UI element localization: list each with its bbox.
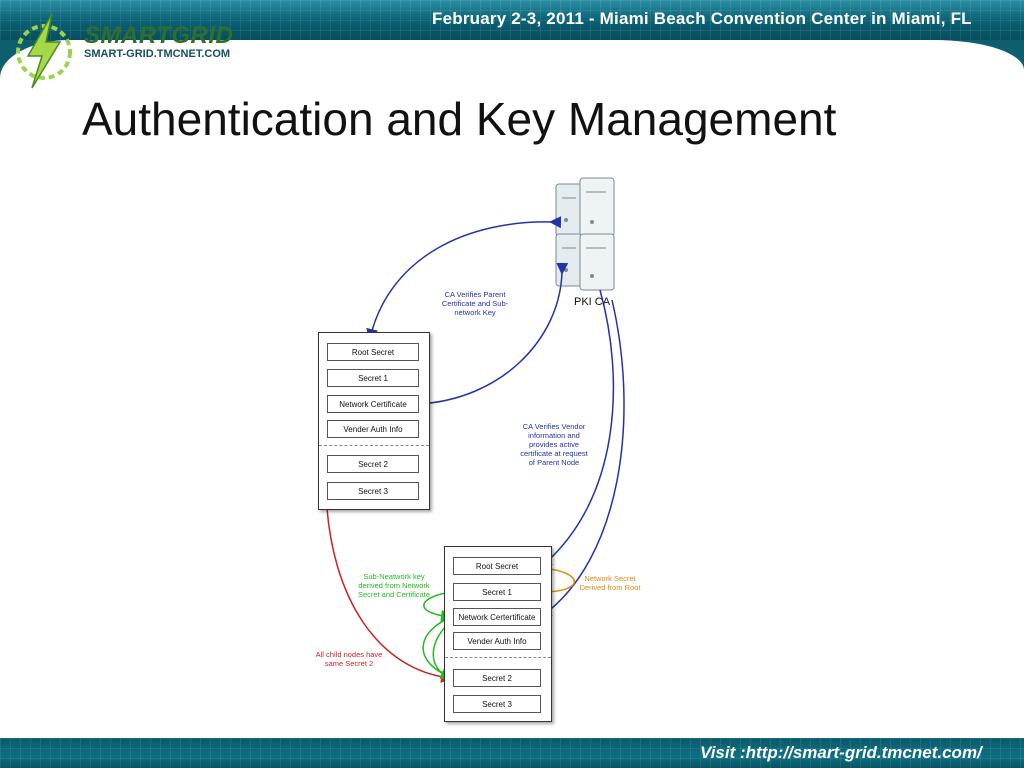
parent-network-certificate: Network Certificate [327,395,419,413]
child-secret-1: Secret 1 [453,583,541,601]
child-secret-3: Secret 3 [453,695,541,713]
logo-url: SMART-GRID.TMCNET.COM [84,48,231,60]
smartgrid-logo: SMARTGRID SMART-GRID.TMCNET.COM [8,4,248,89]
connector-green-1 [423,591,453,622]
child-root-secret: Root Secret [453,557,541,575]
parent-divider [319,445,429,446]
parent-secret-2: Secret 2 [327,455,419,473]
footer-grid-pattern [0,738,1024,768]
parent-node: Root Secret Secret 1 Network Certificate… [318,332,430,510]
connector-ca-child-cert [539,299,625,618]
annotation-network-secret: Network Secret Derived from Root [579,574,641,592]
pki-ca-label: PKI CA [574,296,611,308]
child-vender-auth-info: Vender Auth Info [453,632,541,650]
connector-ca-parent-top [366,216,562,341]
parent-secret-3: Secret 3 [327,482,419,500]
footer-visit-link[interactable]: Visit :http://smart-grid.tmcnet.com/ [700,743,982,762]
child-network-certificate: Network Certertificate [453,608,541,626]
annotation-subnetwork-key: Sub-Neatwork key derived from Network Se… [357,572,431,599]
connector-orange [539,567,575,598]
event-info: February 2-3, 2011 - Miami Beach Convent… [432,9,972,28]
child-divider [445,657,551,658]
slide-title: Authentication and Key Management [82,93,837,145]
header-grid-pattern [0,0,1024,40]
annotation-ca-verifies-vendor: CA Verifies Vendor information and provi… [520,422,588,467]
parent-root-secret: Root Secret [327,343,419,361]
annotation-ca-verifies-parent: CA Verifies Parent Certificate and Sub- … [441,290,509,317]
parent-secret-1: Secret 1 [327,369,419,387]
lightning-bolt-icon [16,13,72,89]
connector-red-secret2 [325,491,453,683]
header-bar: February 2-3, 2011 - Miami Beach Convent… [0,0,1024,40]
parent-vender-auth-info: Vender Auth Info [327,420,419,438]
footer-bar: Visit :http://smart-grid.tmcnet.com/ [0,738,1024,768]
annotation-child-nodes: All child nodes have same Secret 2 [315,650,383,668]
connector-ca-parent-cert [415,262,569,410]
server-icon [555,177,615,291]
logo-name: SMARTGRID [84,22,234,49]
connector-ca-child-root [539,289,615,568]
child-secret-2: Secret 2 [453,669,541,687]
child-node: Root Secret Secret 1 Network Certertific… [444,546,552,722]
